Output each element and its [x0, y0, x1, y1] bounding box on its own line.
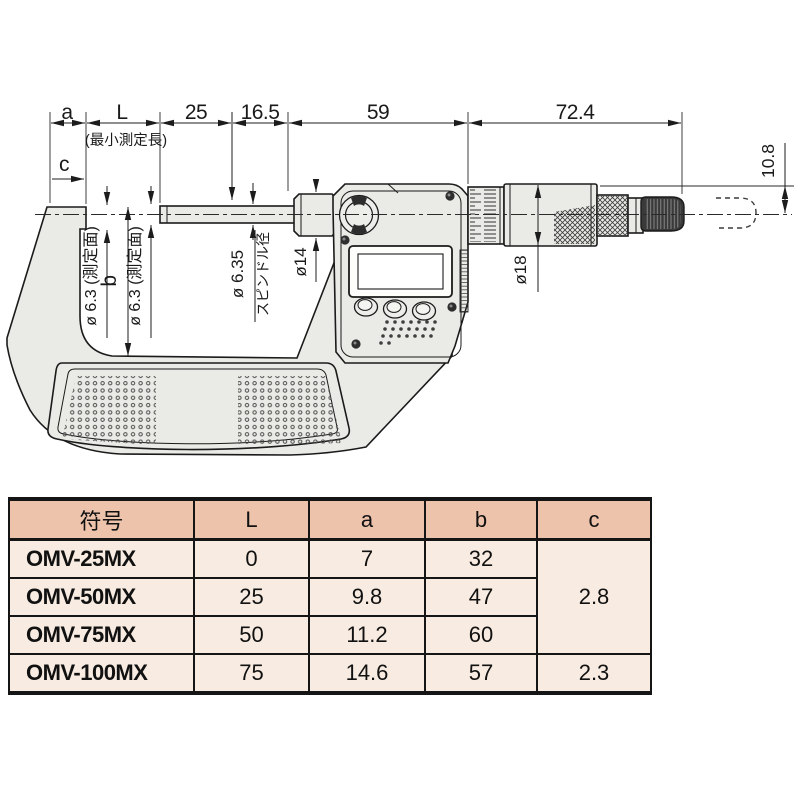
table-row: OMV-100MX 75 14.6 57 2.3 — [8, 653, 652, 695]
collar-knurl — [598, 196, 627, 235]
model-cell: OMV-25MX — [8, 538, 195, 579]
spec-table-header-row: 符号 L a b c — [8, 497, 652, 541]
micrometer-diagram: a L 25 16.5 59 72.4 (最小測定長) c b ø 6.3 (測… — [6, 101, 794, 456]
model-cell: OMV-75MX — [8, 615, 195, 655]
dim-a-label: a — [61, 101, 73, 124]
spindle-dia-sublabel: スピンドル径 — [255, 232, 271, 316]
c-cell: 2.3 — [536, 653, 652, 695]
L-cell: 75 — [193, 653, 310, 695]
dim-c-label: c — [59, 153, 69, 176]
b-cell: 47 — [424, 577, 538, 617]
a-cell: 9.8 — [308, 577, 426, 617]
dia18-label: ø18 — [511, 255, 530, 284]
body-dot-grid — [379, 320, 437, 345]
table-row: OMV-50MX 25 9.8 47 — [8, 577, 651, 617]
header-a: a — [308, 497, 426, 541]
dim-L-label: L — [116, 101, 127, 124]
dim-10_8-label: 10.8 — [758, 144, 778, 178]
spindle-dia-label: ø 6.35 — [228, 250, 247, 298]
dia14-label: ø14 — [291, 247, 310, 276]
spec-table: 符号 L a b c OMV-25MX 0 7 32 2.8 OMV-50MX … — [8, 497, 652, 695]
c-merged-cell: 2.8 — [536, 538, 652, 655]
a-cell: 7 — [308, 538, 426, 579]
body-screws — [340, 191, 457, 349]
min-measuring-length-label: (最小測定長) — [85, 132, 167, 149]
thimble-knurl — [554, 205, 595, 244]
spindle-dia-callout — [249, 183, 257, 322]
L-cell: 25 — [193, 577, 310, 617]
model-cell: OMV-100MX — [8, 653, 195, 695]
face-right-label: ø 6.3 (測定面) — [126, 226, 144, 326]
header-b: b — [424, 497, 538, 541]
dim-b-label: b — [98, 275, 121, 286]
button-1 — [353, 297, 379, 317]
model-cell: OMV-50MX — [8, 577, 195, 617]
header-symbol: 符号 — [8, 497, 195, 541]
header-c: c — [536, 497, 652, 541]
L-cell: 50 — [193, 615, 310, 655]
a-cell: 11.2 — [308, 615, 426, 655]
L-cell: 0 — [193, 538, 310, 579]
dim-16_5-label: 16.5 — [241, 101, 280, 124]
dim-25-label: 25 — [185, 101, 207, 124]
grip-dots-right — [238, 376, 342, 446]
extension-lines — [49, 112, 794, 204]
table-row: OMV-25MX 0 7 32 2.8 — [8, 538, 652, 655]
b-cell: 57 — [424, 653, 538, 695]
header-L: L — [193, 497, 310, 541]
phantom-outline — [716, 197, 757, 229]
table-row: OMV-75MX 50 11.2 60 — [8, 615, 651, 655]
grip-dots-left — [62, 376, 156, 445]
button-3 — [411, 301, 437, 321]
body-side-grip — [459, 249, 469, 313]
a-cell: 14.6 — [308, 653, 426, 695]
lcd-screen — [357, 253, 444, 290]
button-2 — [382, 299, 408, 319]
grip-pad-inner-line — [57, 368, 338, 445]
dim-59-label: 59 — [367, 101, 389, 124]
dim-72_4-label: 72.4 — [556, 101, 596, 124]
b-cell: 32 — [424, 538, 538, 579]
b-cell: 60 — [424, 615, 538, 655]
sleeve-tick-marks — [470, 189, 496, 242]
face-left-label: ø 6.3 (測定面) — [82, 226, 100, 326]
